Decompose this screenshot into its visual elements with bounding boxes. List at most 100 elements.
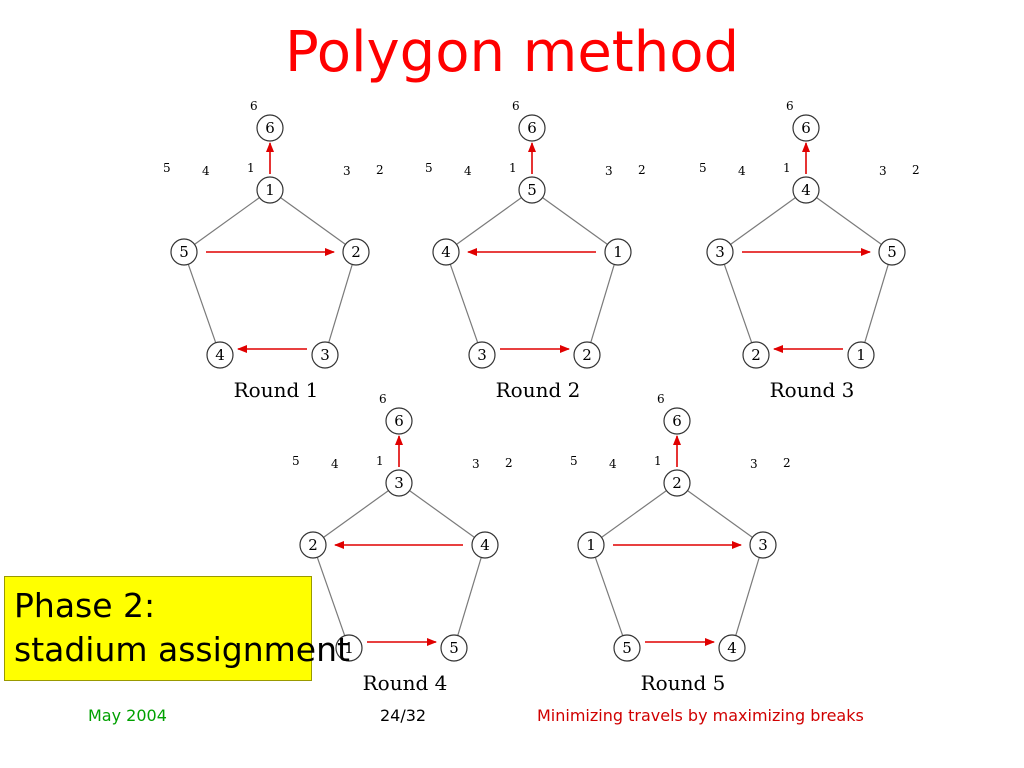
team-node-circle xyxy=(385,469,413,497)
position-label: 5 xyxy=(425,161,433,175)
position-label: 4 xyxy=(202,164,210,178)
team-node-circle xyxy=(256,176,284,204)
round-label: Round 4 xyxy=(363,671,448,695)
position-label: 6 xyxy=(512,99,520,113)
team-node-label: 6 xyxy=(672,412,682,430)
pentagon-edge xyxy=(187,264,217,343)
team-node-circle xyxy=(385,407,413,435)
team-node: 5 xyxy=(613,634,641,662)
team-node-circle xyxy=(432,238,460,266)
team-node-circle xyxy=(311,341,339,369)
phase-line-2: stadium assignment xyxy=(14,630,350,669)
team-node: 3 xyxy=(311,341,339,369)
pentagon-edge xyxy=(542,197,608,245)
position-label: 6 xyxy=(657,392,665,406)
team-node: 5 xyxy=(518,176,546,204)
team-node-circle xyxy=(749,531,777,559)
team-node-circle xyxy=(342,238,370,266)
footer-caption: Minimizing travels by maximizing breaks xyxy=(537,706,864,725)
team-node: 2 xyxy=(742,341,770,369)
team-node-label: 3 xyxy=(715,243,725,261)
pentagon-edge xyxy=(456,197,522,245)
pentagon-edge xyxy=(816,197,882,245)
team-node: 5 xyxy=(440,634,468,662)
team-node-circle xyxy=(663,469,691,497)
team-node-label: 5 xyxy=(887,243,897,261)
team-node-circle xyxy=(706,238,734,266)
team-node-label: 1 xyxy=(856,346,866,364)
team-node-label: 4 xyxy=(215,346,225,364)
team-node: 2 xyxy=(342,238,370,266)
position-label: 2 xyxy=(912,163,920,177)
position-label: 2 xyxy=(783,456,791,470)
position-label: 2 xyxy=(376,163,384,177)
team-node: 1 xyxy=(335,634,363,662)
team-node: 4 xyxy=(792,176,820,204)
round-label: Round 1 xyxy=(234,378,319,402)
pentagon-edge xyxy=(590,264,615,343)
team-node-circle xyxy=(256,114,284,142)
position-label: 4 xyxy=(331,457,339,471)
team-node-circle xyxy=(847,341,875,369)
position-label: 6 xyxy=(379,392,387,406)
pentagon-edge xyxy=(594,557,624,636)
team-node-circle xyxy=(577,531,605,559)
team-node-label: 5 xyxy=(449,639,459,657)
pentagon-edge xyxy=(723,264,753,343)
team-node-circle xyxy=(518,114,546,142)
team-node: 4 xyxy=(471,531,499,559)
team-node-circle xyxy=(718,634,746,662)
team-node-label: 2 xyxy=(351,243,361,261)
team-node: 5 xyxy=(170,238,198,266)
position-label: 6 xyxy=(786,99,794,113)
team-node-label: 4 xyxy=(480,536,490,554)
team-node: 3 xyxy=(706,238,734,266)
pentagon-edge xyxy=(280,197,346,245)
position-label: 4 xyxy=(464,164,472,178)
team-node: 1 xyxy=(577,531,605,559)
team-node: 6 xyxy=(518,114,546,142)
position-label: 6 xyxy=(250,99,258,113)
position-label: 1 xyxy=(509,161,517,175)
team-node-label: 1 xyxy=(265,181,275,199)
team-node: 1 xyxy=(847,341,875,369)
team-node: 4 xyxy=(718,634,746,662)
round-label: Round 2 xyxy=(496,378,581,402)
team-node: 6 xyxy=(256,114,284,142)
team-node-circle xyxy=(471,531,499,559)
pentagon-edge xyxy=(323,490,389,538)
position-label: 1 xyxy=(376,454,384,468)
pentagon-edge xyxy=(601,490,667,538)
team-node-label: 6 xyxy=(265,119,275,137)
pentagon-edge xyxy=(735,557,760,636)
team-node-circle xyxy=(604,238,632,266)
position-label: 3 xyxy=(472,457,480,471)
team-node-circle xyxy=(206,341,234,369)
team-node: 6 xyxy=(385,407,413,435)
team-node-label: 1 xyxy=(586,536,596,554)
team-node-label: 6 xyxy=(527,119,537,137)
team-node-circle xyxy=(518,176,546,204)
position-label: 1 xyxy=(247,161,255,175)
team-node-label: 2 xyxy=(672,474,682,492)
position-label: 3 xyxy=(879,164,887,178)
footer-date: May 2004 xyxy=(88,706,167,725)
team-node: 2 xyxy=(573,341,601,369)
team-node: 2 xyxy=(663,469,691,497)
position-label: 4 xyxy=(609,457,617,471)
position-label: 3 xyxy=(343,164,351,178)
team-node: 5 xyxy=(878,238,906,266)
team-node: 3 xyxy=(385,469,413,497)
pentagon-edge xyxy=(730,197,796,245)
team-node-label: 2 xyxy=(751,346,761,364)
pentagon-edge xyxy=(328,264,353,343)
team-node-circle xyxy=(440,634,468,662)
team-node: 4 xyxy=(206,341,234,369)
team-node: 1 xyxy=(256,176,284,204)
team-node: 3 xyxy=(468,341,496,369)
pentagon-edge xyxy=(316,557,346,636)
